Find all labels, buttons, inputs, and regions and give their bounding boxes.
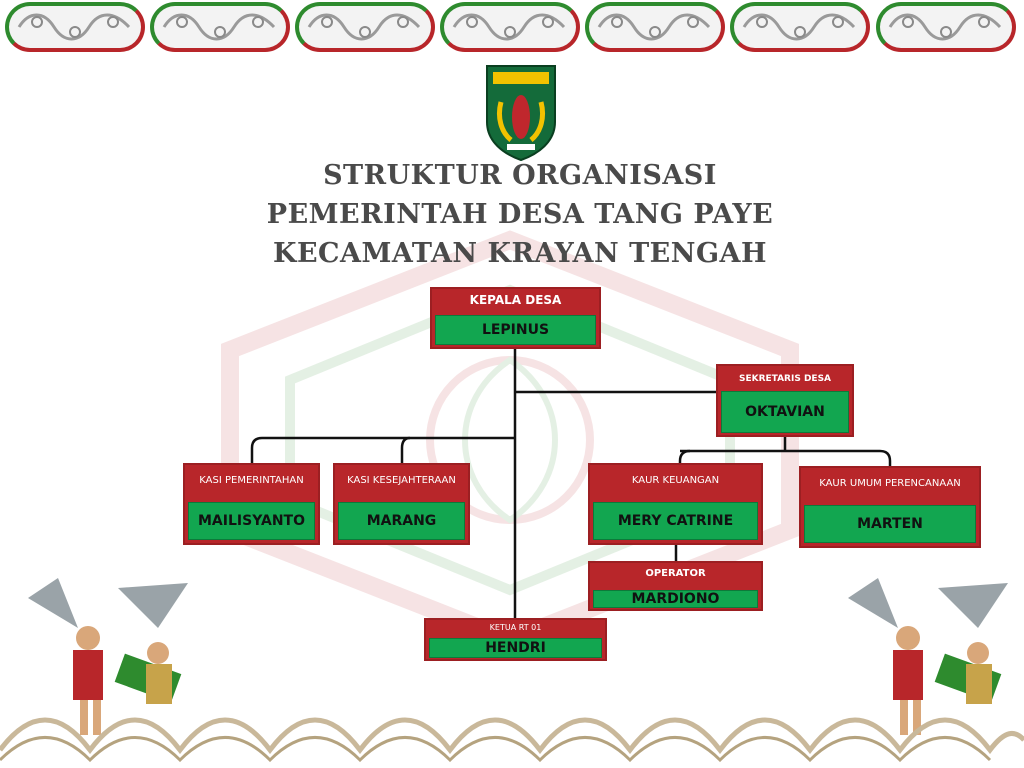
name-label: OKTAVIAN	[721, 391, 849, 433]
dayak-ornament-icon	[597, 13, 711, 41]
page-title-line1: STRUKTUR ORGANISASI	[323, 160, 717, 191]
ornament-pill	[150, 2, 290, 52]
ketua-rt-box: KETUA RT 01 HENDRI	[424, 618, 607, 661]
dayak-ornament-icon	[162, 13, 276, 41]
kepala-desa-box: KEPALA DESA LEPINUS	[430, 287, 601, 349]
role-label: KAUR UMUM PERENCANAAN	[819, 478, 961, 489]
role-label: KAUR KEUANGAN	[631, 475, 720, 486]
dayak-ornament-icon	[307, 13, 421, 41]
name-label: MARANG	[338, 502, 465, 540]
dayak-ornament-icon	[452, 13, 566, 41]
dayak-dancer-icon	[848, 578, 1008, 735]
ornament-pill	[876, 2, 1016, 52]
ornament-pill	[730, 2, 870, 52]
role-label: KASI KESEJAHTERAAN	[347, 475, 456, 486]
dayak-dancer-icon	[28, 578, 188, 735]
ornament-pill	[440, 2, 580, 52]
kaur-keuangan-box: KAUR KEUANGAN MERY CATRINE	[588, 463, 763, 545]
role-label: SEKRETARIS DESA	[738, 374, 832, 384]
ornament-pill	[295, 2, 435, 52]
name-label: MARDIONO	[593, 590, 758, 608]
role-label: OPERATOR	[645, 568, 706, 579]
ornament-pill	[585, 2, 725, 52]
page-title-line2: PEMERINTAH DESA TANG PAYE	[266, 199, 774, 230]
name-label: LEPINUS	[435, 315, 596, 345]
page-title-line3: KECAMATAN KRAYAN TENGAH	[273, 238, 767, 269]
dayak-ornament-icon	[17, 13, 131, 41]
dayak-ornament-icon	[742, 13, 856, 41]
kaur-umum-perencanaan-box: KAUR UMUM PERENCANAAN MARTEN	[799, 466, 981, 548]
dayak-ornament-icon	[888, 13, 1002, 41]
name-label: HENDRI	[429, 638, 602, 658]
name-label: MAILISYANTO	[188, 502, 315, 540]
kasi-pemerintahan-box: KASI PEMERINTAHAN MAILISYANTO	[183, 463, 320, 545]
role-label: KASI PEMERINTAHAN	[199, 475, 304, 486]
kasi-kesejahteraan-box: KASI KESEJAHTERAAN MARANG	[333, 463, 470, 545]
bottom-ornament-border	[0, 717, 1024, 763]
name-label: MARTEN	[804, 505, 976, 543]
ornament-pill	[5, 2, 145, 52]
sekretaris-desa-box: SEKRETARIS DESA OKTAVIAN	[716, 364, 854, 437]
role-label: KETUA RT 01	[489, 623, 542, 632]
operator-box: OPERATOR MARDIONO	[588, 561, 763, 611]
role-label: KEPALA DESA	[469, 293, 562, 307]
name-label: MERY CATRINE	[593, 502, 758, 540]
regency-emblem-icon	[486, 65, 556, 162]
